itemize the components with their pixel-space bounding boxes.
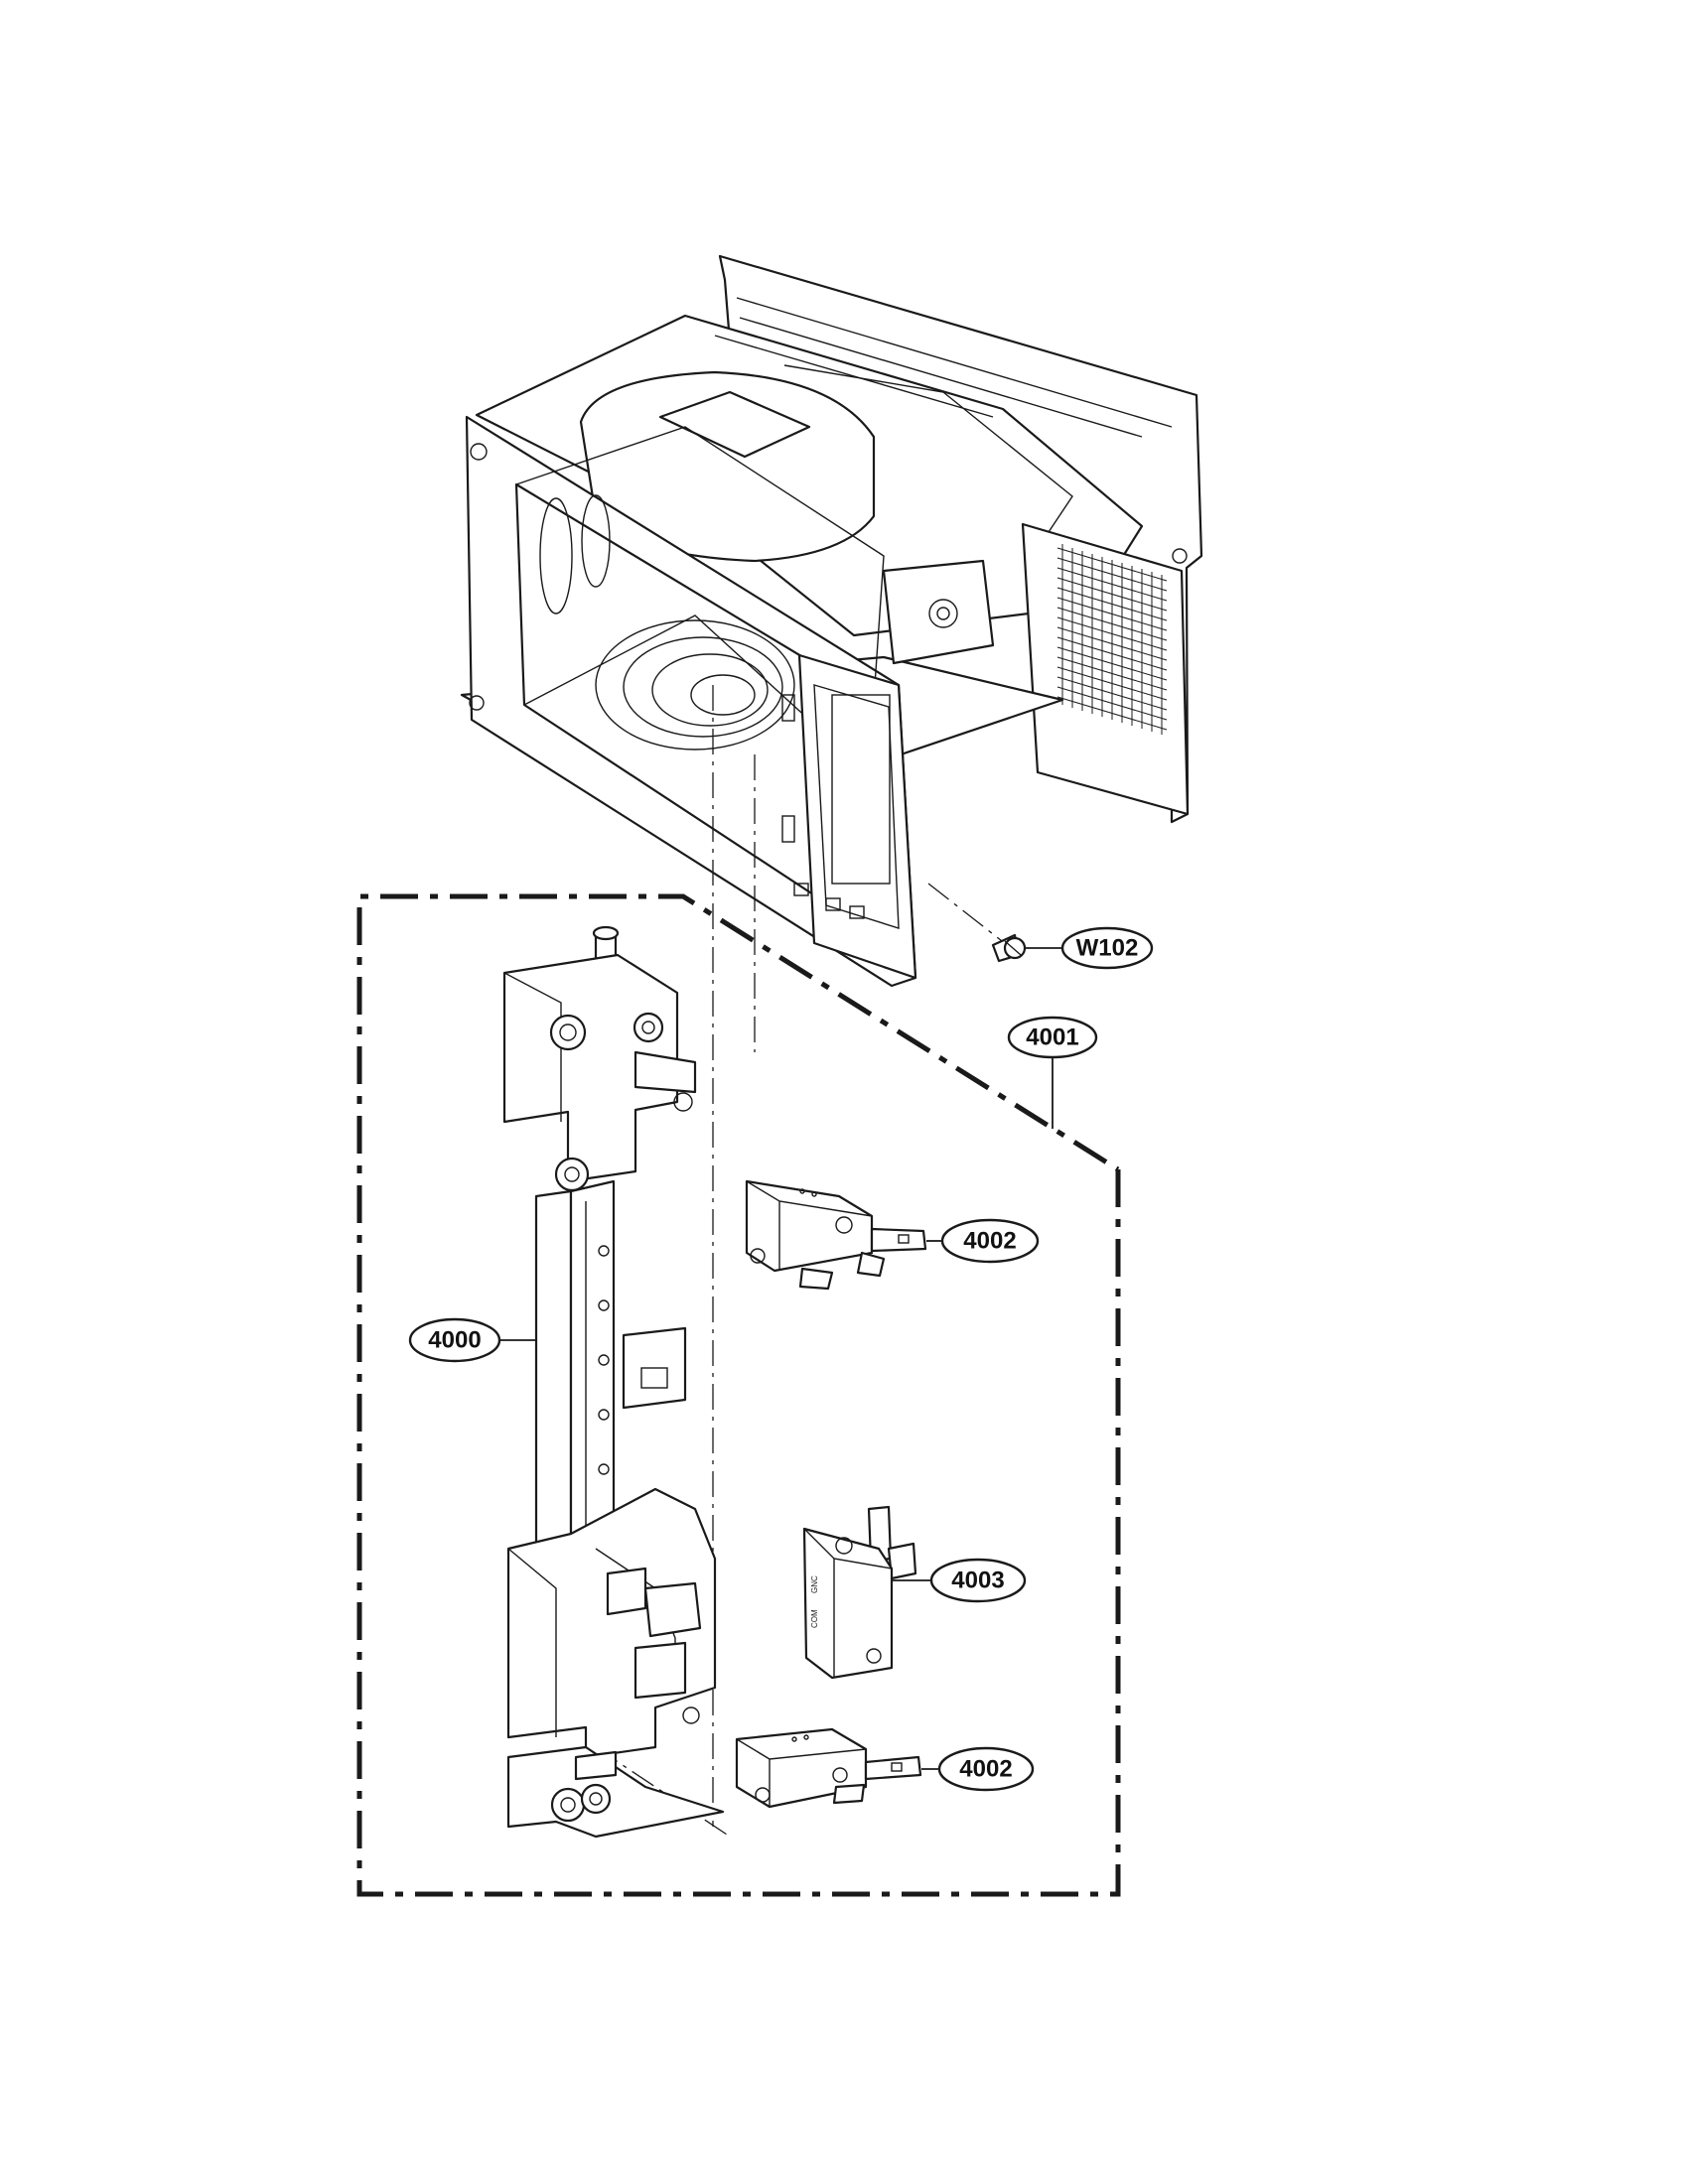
micro-switch-4003: GNC COM <box>802 1505 917 1680</box>
switch-mark-gnc: GNC <box>810 1575 819 1593</box>
callout-4003: 4003 <box>929 1558 1027 1603</box>
callout-4002-lower: 4002 <box>937 1746 1035 1792</box>
callout-4001: 4001 <box>1007 1016 1098 1059</box>
screw-alignment-line <box>927 883 1012 949</box>
switch-mark-com: COM <box>810 1609 819 1628</box>
assembly-centerline <box>595 1746 731 1838</box>
screw-w102 <box>991 933 1027 963</box>
micro-switch-4002-lower <box>735 1727 922 1809</box>
svg-text:W102: W102 <box>1076 935 1139 962</box>
svg-text:4002: 4002 <box>959 1756 1012 1783</box>
svg-text:4001: 4001 <box>1026 1024 1078 1051</box>
ventilation-grille <box>1056 544 1168 735</box>
svg-text:4003: 4003 <box>951 1568 1004 1594</box>
oven-cavity-assembly <box>460 254 1203 988</box>
svg-text:4002: 4002 <box>963 1228 1016 1255</box>
callout-4002-upper: 4002 <box>940 1218 1040 1264</box>
latch-bracket-4000 <box>502 925 725 1839</box>
micro-switch-4002-upper <box>745 1179 927 1291</box>
callout-w102: W102 <box>1060 926 1154 970</box>
callout-4000: 4000 <box>408 1317 501 1363</box>
svg-text:4000: 4000 <box>428 1327 481 1354</box>
assembly-boundary-4001 <box>356 893 1121 1897</box>
